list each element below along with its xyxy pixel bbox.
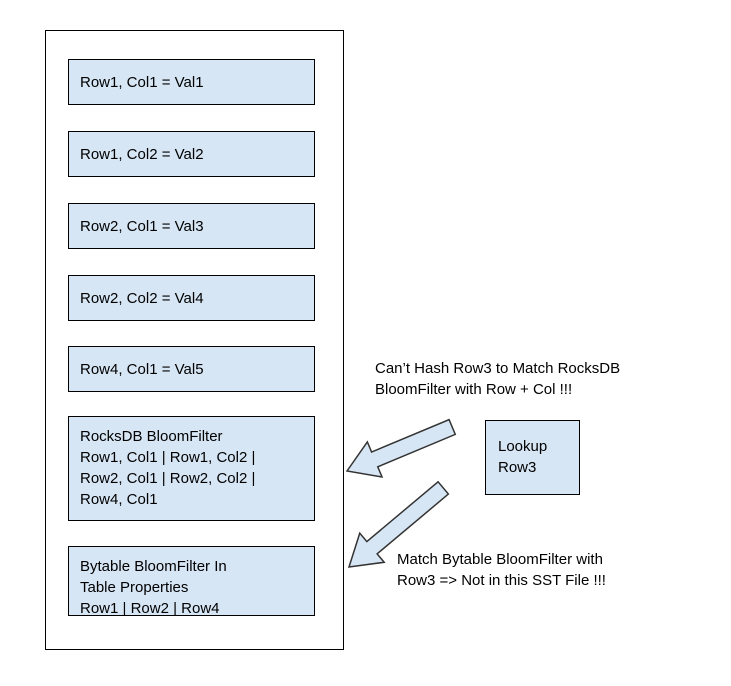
kv-row-box-3: Row2, Col1 = Val3: [68, 203, 315, 249]
kv-row-label: Row2, Col1 = Val3: [80, 217, 204, 235]
kv-row-box-2: Row1, Col2 = Val2: [68, 131, 315, 177]
kv-row-box-1: Row1, Col1 = Val1: [68, 59, 315, 105]
bytable-bloomfilter-line: Bytable BloomFilter In: [80, 558, 227, 575]
bytable-bloomfilter-box: Bytable BloomFilter In Table Properties …: [68, 546, 315, 617]
kv-row-box-4: Row2, Col2 = Val4: [68, 275, 315, 321]
arrow-to-rocksdb-bloomfilter: [345, 418, 457, 478]
bytable-bloomfilter-line: Table Properties: [80, 579, 189, 596]
lookup-label: Row3: [498, 459, 537, 476]
lookup-label: Lookup: [498, 438, 548, 455]
annotation-match-bytable: Match Bytable BloomFilter with Row3 => N…: [397, 551, 606, 589]
rocksdb-bloomfilter-line: Row4, Col1: [80, 491, 158, 508]
kv-row-label: Row1, Col1 = Val1: [80, 73, 204, 91]
kv-row-box-5: Row4, Col1 = Val5: [68, 346, 315, 392]
rocksdb-bloomfilter-line: Row2, Col1 | Row2, Col2 |: [80, 470, 256, 487]
bytable-bloomfilter-line: Row1 | Row2 | Row4: [80, 600, 220, 617]
sst-file-container: Row1, Col1 = Val1 Row1, Col2 = Val2 Row2…: [45, 30, 344, 650]
rocksdb-bloomfilter-box: RocksDB BloomFilter Row1, Col1 | Row1, C…: [68, 416, 315, 521]
lookup-row3-box: Lookup Row3: [485, 420, 580, 495]
kv-row-label: Row1, Col2 = Val2: [80, 145, 204, 163]
rocksdb-bloomfilter-line: RocksDB BloomFilter: [80, 428, 223, 445]
kv-row-label: Row2, Col2 = Val4: [80, 289, 204, 307]
annotation-cant-hash: Can’t Hash Row3 to Match RocksDB BloomFi…: [375, 360, 621, 398]
rocksdb-bloomfilter-line: Row1, Col1 | Row1, Col2 |: [80, 449, 256, 466]
kv-row-label: Row4, Col1 = Val5: [80, 360, 204, 378]
